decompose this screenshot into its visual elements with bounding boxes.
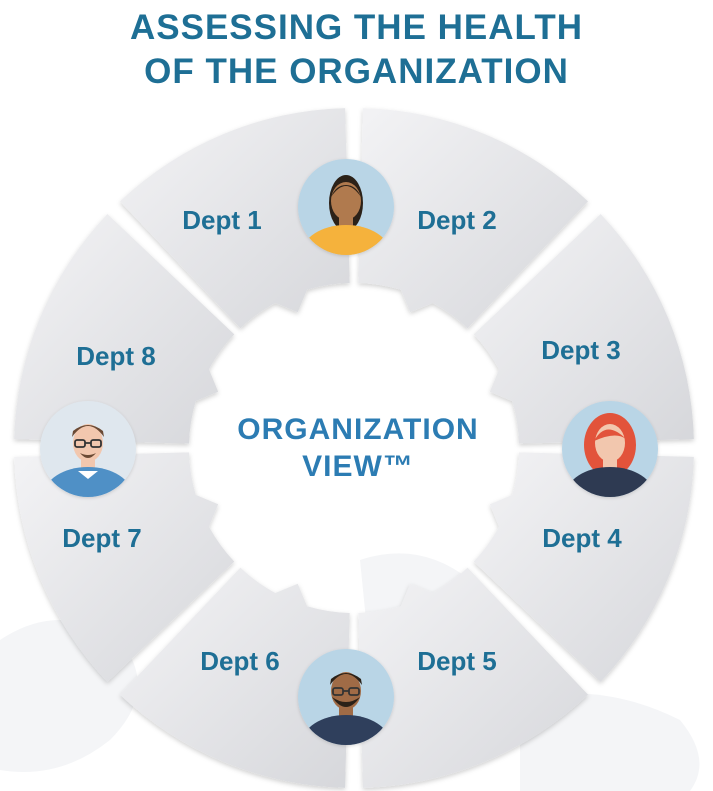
segment-dept-5 xyxy=(358,567,589,788)
woman-red-hair-avatar xyxy=(562,401,658,497)
label-dept-8: Dept 8 xyxy=(76,341,155,371)
label-dept-7: Dept 7 xyxy=(62,523,141,553)
segment-dept-6 xyxy=(119,567,350,788)
label-dept-1: Dept 1 xyxy=(182,205,261,235)
man-beard-glasses-avatar xyxy=(298,649,394,745)
title-line-1: ASSESSING THE HEALTH xyxy=(129,8,583,47)
page-title: ASSESSING THE HEALTH OF THE ORGANIZATION xyxy=(0,6,713,94)
title-line-2: OF THE ORGANIZATION xyxy=(144,52,569,91)
department-segments xyxy=(14,108,694,788)
department-labels: Dept 1 Dept 2 Dept 3 Dept 4 Dept 5 Dept 6 Dept… xyxy=(62,205,622,676)
woman-dark-hair-avatar xyxy=(298,159,394,255)
segment-dept-4 xyxy=(473,452,694,683)
segment-dept-1 xyxy=(119,108,350,329)
center-title-line-2: VIEW™ xyxy=(302,450,414,483)
segment-dept-8 xyxy=(14,213,235,444)
label-dept-6: Dept 6 xyxy=(200,646,279,676)
center-title-line-1: ORGANIZATION xyxy=(237,413,478,446)
segment-dept-2 xyxy=(358,108,589,329)
avatars xyxy=(40,159,658,745)
label-dept-5: Dept 5 xyxy=(417,646,496,676)
label-dept-3: Dept 3 xyxy=(541,335,620,365)
segment-dept-7 xyxy=(14,452,235,683)
label-dept-2: Dept 2 xyxy=(417,205,496,235)
label-dept-4: Dept 4 xyxy=(542,523,622,553)
segment-dept-3 xyxy=(473,213,694,444)
man-glasses-avatar xyxy=(40,401,136,497)
